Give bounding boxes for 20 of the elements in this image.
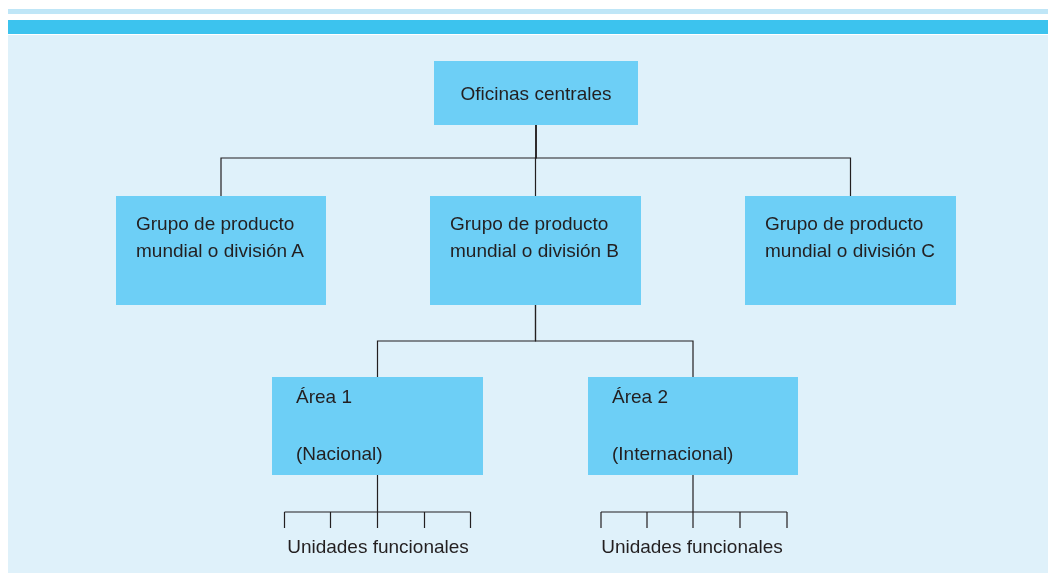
org-box [745, 196, 956, 305]
unit-label: Unidades funcionales [600, 535, 784, 559]
branch-connector [283, 474, 472, 529]
org-box [116, 196, 326, 305]
org-box [434, 61, 638, 125]
box-label: Oficinas centrales [459, 81, 613, 106]
box-label: (Nacional) [296, 442, 384, 466]
box-label: Área 2 [612, 385, 669, 409]
box-label: Área 1 [296, 385, 353, 409]
org-box [272, 377, 483, 475]
connector-line [534, 304, 694, 378]
org-box [588, 377, 798, 475]
org-box [430, 196, 641, 305]
unit-label: Unidades funcionales [286, 535, 470, 559]
connector-line [535, 124, 852, 197]
branch-connector [600, 474, 788, 529]
box-label: Grupo de producto mundial o división C [765, 212, 937, 263]
box-label: (Internacional) [612, 442, 735, 466]
box-label: Grupo de producto mundial o división A [136, 212, 305, 263]
box-label: Grupo de producto mundial o división B [450, 212, 620, 263]
